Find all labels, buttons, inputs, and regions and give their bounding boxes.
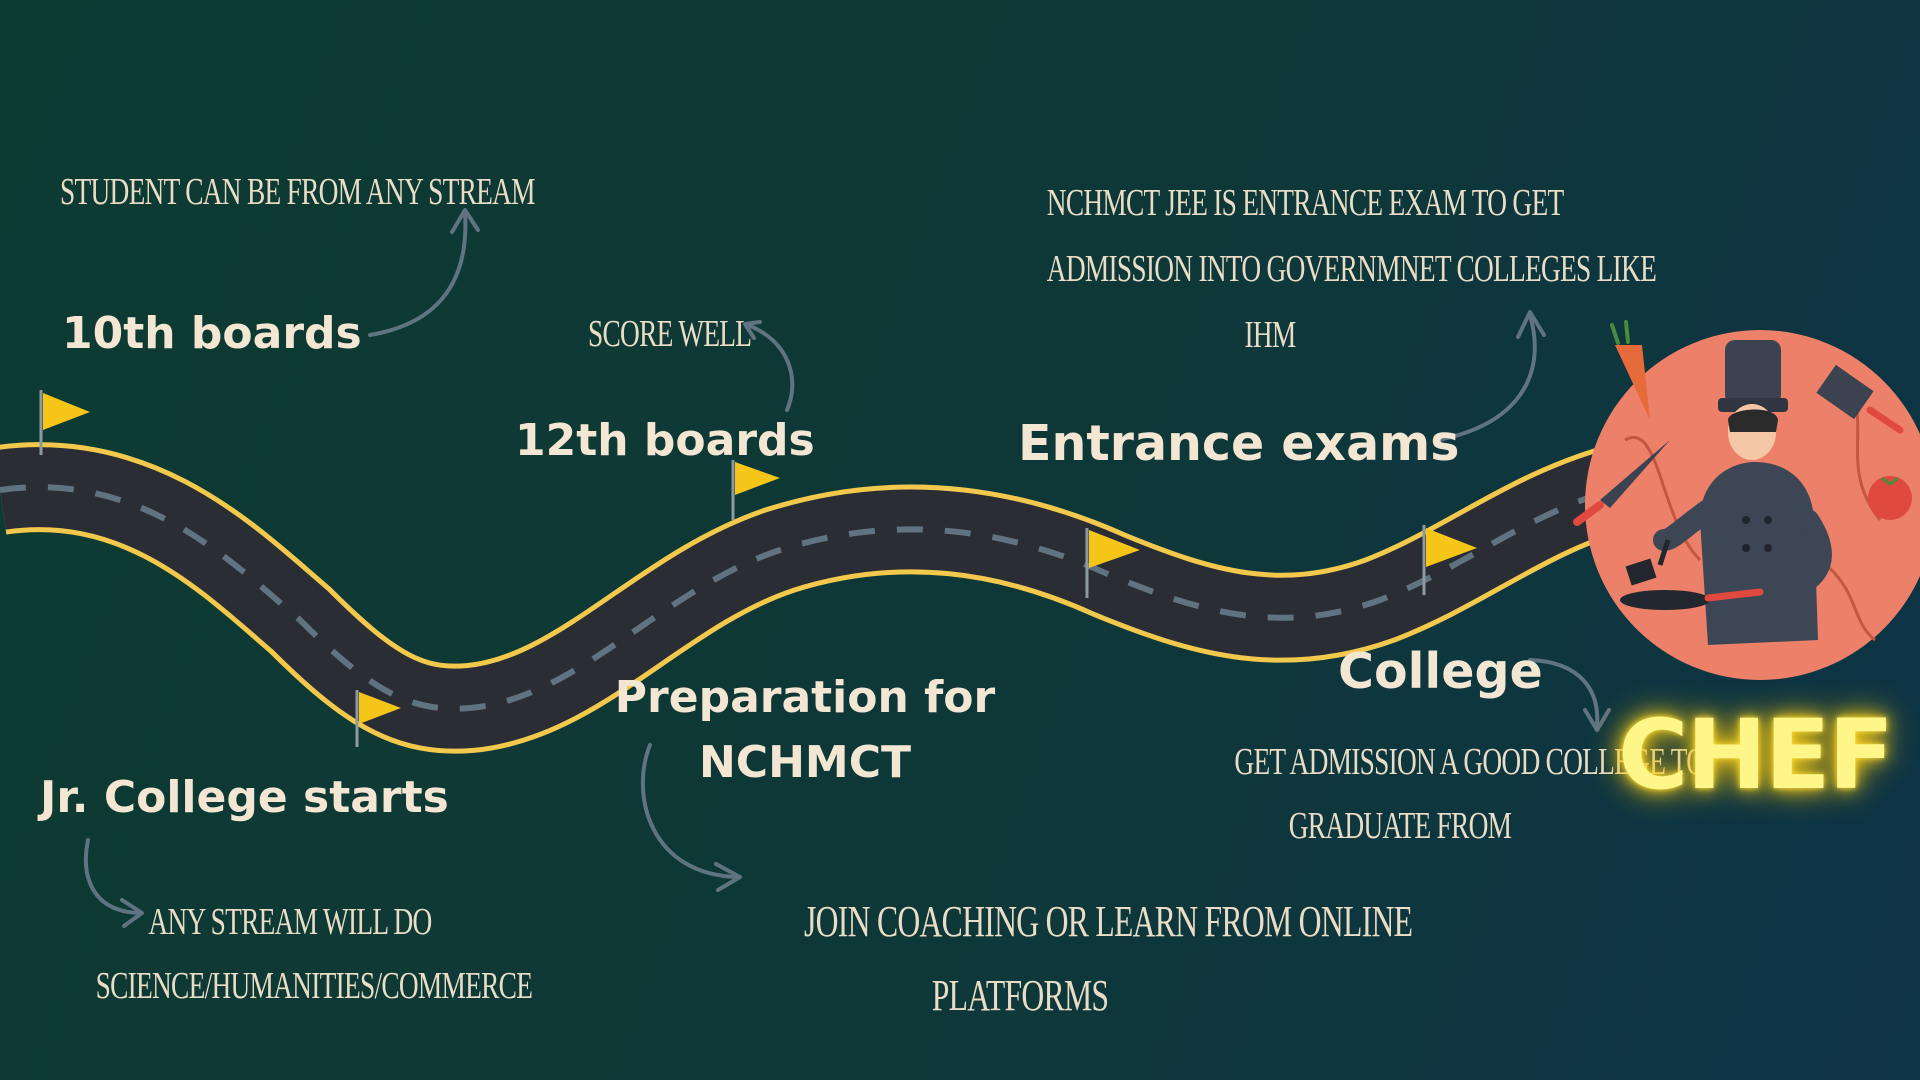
note-stream-line-1: ANY STREAM WILL DO	[148, 901, 432, 943]
note-any-stream-student: STUDENT CAN BE FROM ANY STREAM	[60, 171, 535, 213]
flag-icon	[731, 460, 780, 520]
note-stream: ANY STREAM WILL DO SCIENCE/HUMANITIES/CO…	[20, 890, 560, 1018]
milestone-preparation: Preparation for NCHMCT	[600, 672, 1010, 790]
milestone-jr-college: Jr. College starts	[40, 772, 449, 823]
note-score-well: SCORE WELL	[588, 313, 752, 355]
flag-icon	[1085, 528, 1140, 598]
note-entrance-line-2: ADMISSION INTO GOVERNMNET COLLEGES LIKE	[1046, 248, 1657, 290]
curved-arrow-icon	[641, 743, 742, 892]
note-coaching-line-1: JOIN COACHING OR LEARN FROM ONLINE	[804, 897, 1413, 946]
flag-icon	[1422, 525, 1477, 595]
note-college-line-1: GET ADMISSION A GOOD COLLEGE TO	[1234, 741, 1706, 783]
knife-icon	[1573, 440, 1670, 526]
curved-arrow-icon	[1436, 310, 1546, 442]
note-college-line-2: GRADUATE FROM	[1288, 805, 1512, 847]
note-coaching: JOIN COACHING OR LEARN FROM ONLINE PLATF…	[720, 885, 1413, 1033]
note-entrance-line-1: NCHMCT JEE IS ENTRANCE EXAM TO GET	[1046, 182, 1564, 224]
curved-arrow-icon	[83, 838, 144, 928]
milestone-entrance-exams: Entrance exams	[1018, 415, 1460, 472]
note-stream-line-2: SCIENCE/HUMANITIES/COMMERCE	[95, 965, 533, 1007]
lane-dashes	[0, 477, 1661, 712]
milestone-tenth-boards: 10th boards	[62, 308, 362, 359]
carrot-icon	[1610, 320, 1650, 420]
note-college: GET ADMISSION A GOOD COLLEGE TO GRADUATE…	[1170, 730, 1706, 858]
flag-icon	[355, 690, 401, 747]
note-coaching-line-2: PLATFORMS	[931, 971, 1109, 1020]
curved-arrow-icon	[368, 208, 480, 337]
chef-goal-badge: CHEF	[1618, 699, 1894, 811]
milestone-twelfth-boards: 12th boards	[515, 415, 815, 466]
tomato-icon	[1868, 476, 1912, 520]
road	[0, 435, 1668, 754]
milestone-college: College	[1338, 643, 1543, 700]
curved-arrow-icon	[1528, 658, 1611, 732]
flag-icon	[39, 390, 90, 455]
spatula-icon	[1625, 539, 1671, 586]
note-entrance-line-3: IHM	[1244, 314, 1296, 356]
cleaver-icon	[1816, 364, 1904, 434]
note-entrance: NCHMCT JEE IS ENTRANCE EXAM TO GET ADMIS…	[960, 170, 1657, 368]
frying-pan-icon	[1620, 588, 1764, 610]
preparation-line-2: NCHMCT	[698, 736, 912, 788]
curved-arrow-icon	[743, 320, 795, 412]
preparation-line-1: Preparation for	[614, 672, 996, 723]
